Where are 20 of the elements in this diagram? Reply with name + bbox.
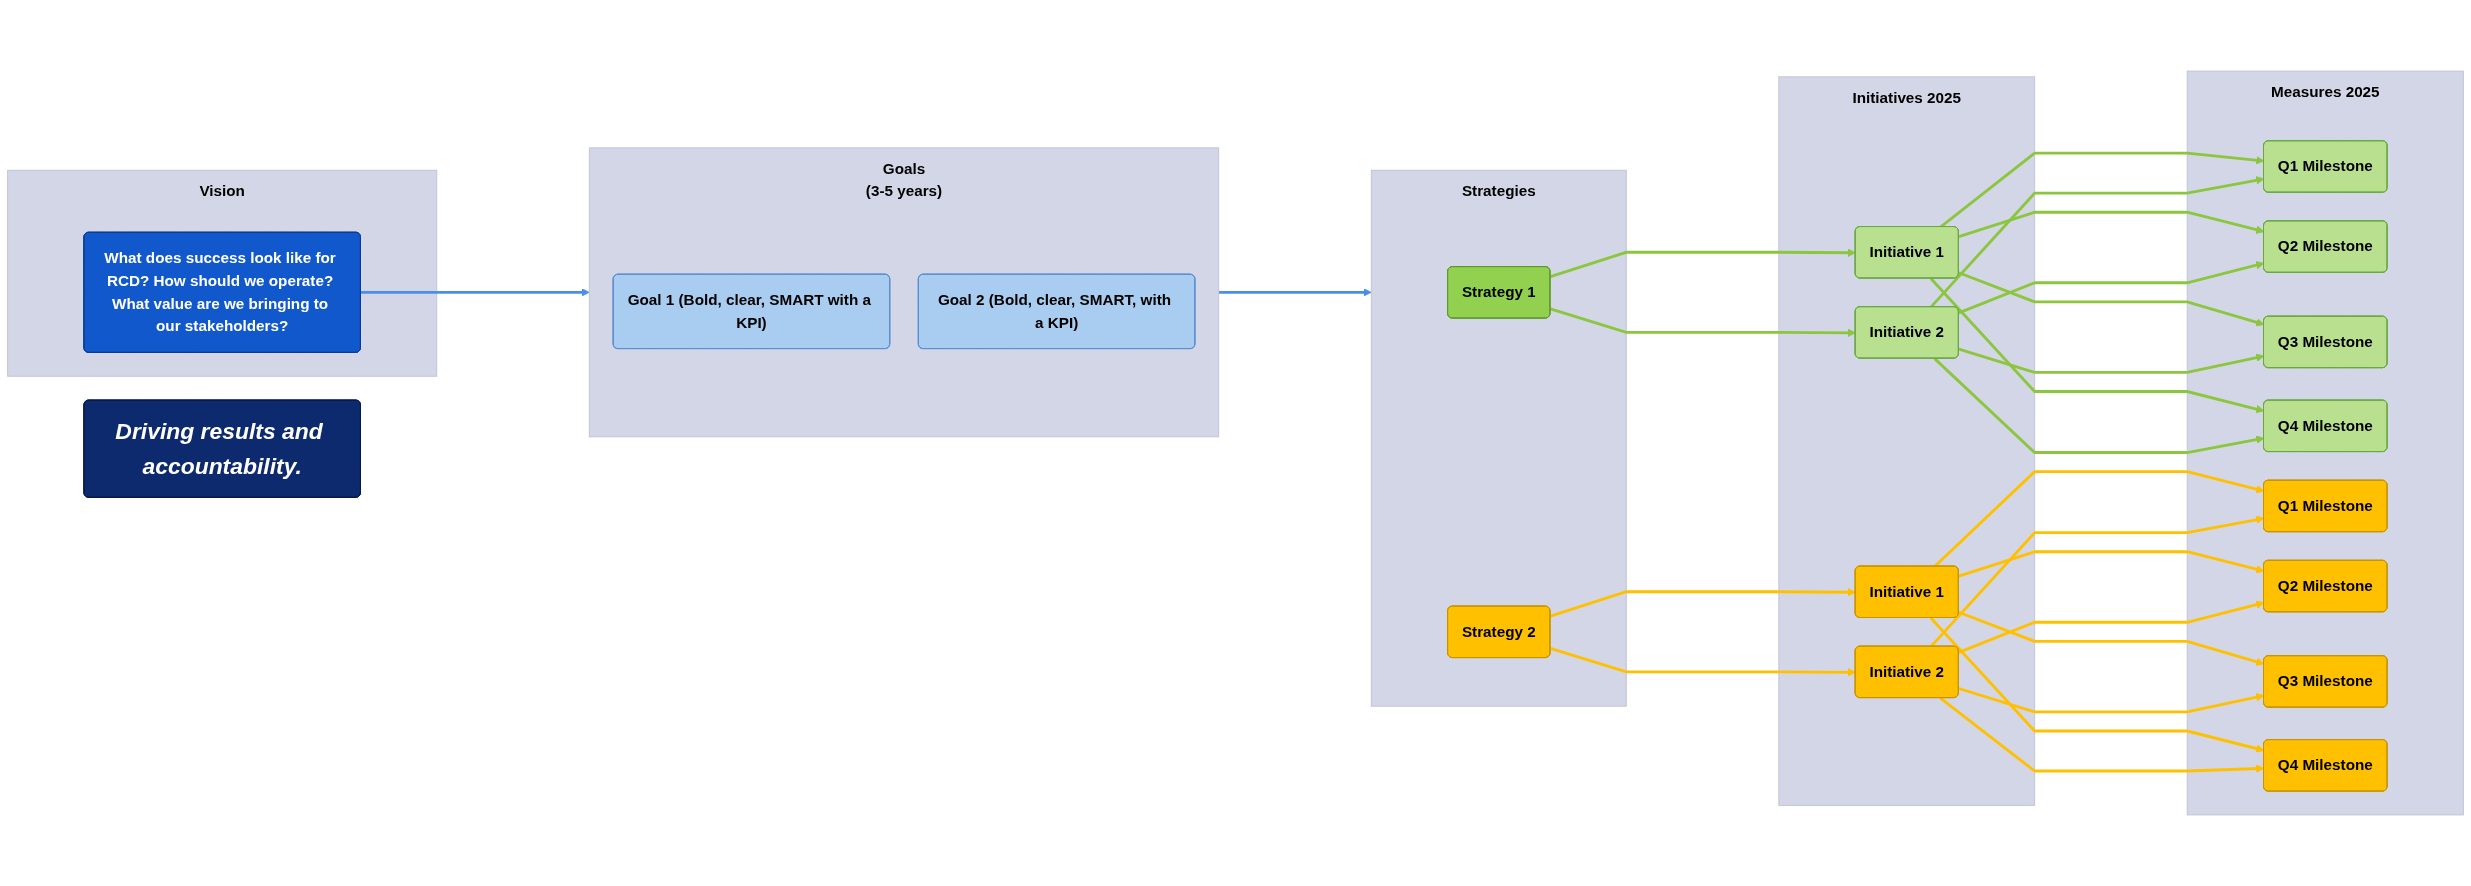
arrow <box>1929 515 2265 648</box>
arrow <box>1550 307 1856 337</box>
arrow <box>1929 277 2265 414</box>
arrow <box>1958 600 2265 654</box>
arrow <box>1958 550 2265 578</box>
arrow <box>1958 210 2265 238</box>
arrow <box>1550 248 1856 279</box>
arrow <box>1958 610 2265 666</box>
arrow <box>1958 261 2265 315</box>
arrow <box>1218 288 1372 297</box>
arrow <box>1958 271 2265 327</box>
arrow <box>1550 588 1856 618</box>
arrow <box>1550 647 1856 677</box>
arrow <box>1933 357 2265 454</box>
arrow <box>1933 470 2265 568</box>
arrow <box>360 288 590 297</box>
arrow <box>1958 347 2265 374</box>
arrow <box>1958 687 2265 714</box>
arrow <box>1929 617 2265 753</box>
arrow <box>1939 696 2265 773</box>
